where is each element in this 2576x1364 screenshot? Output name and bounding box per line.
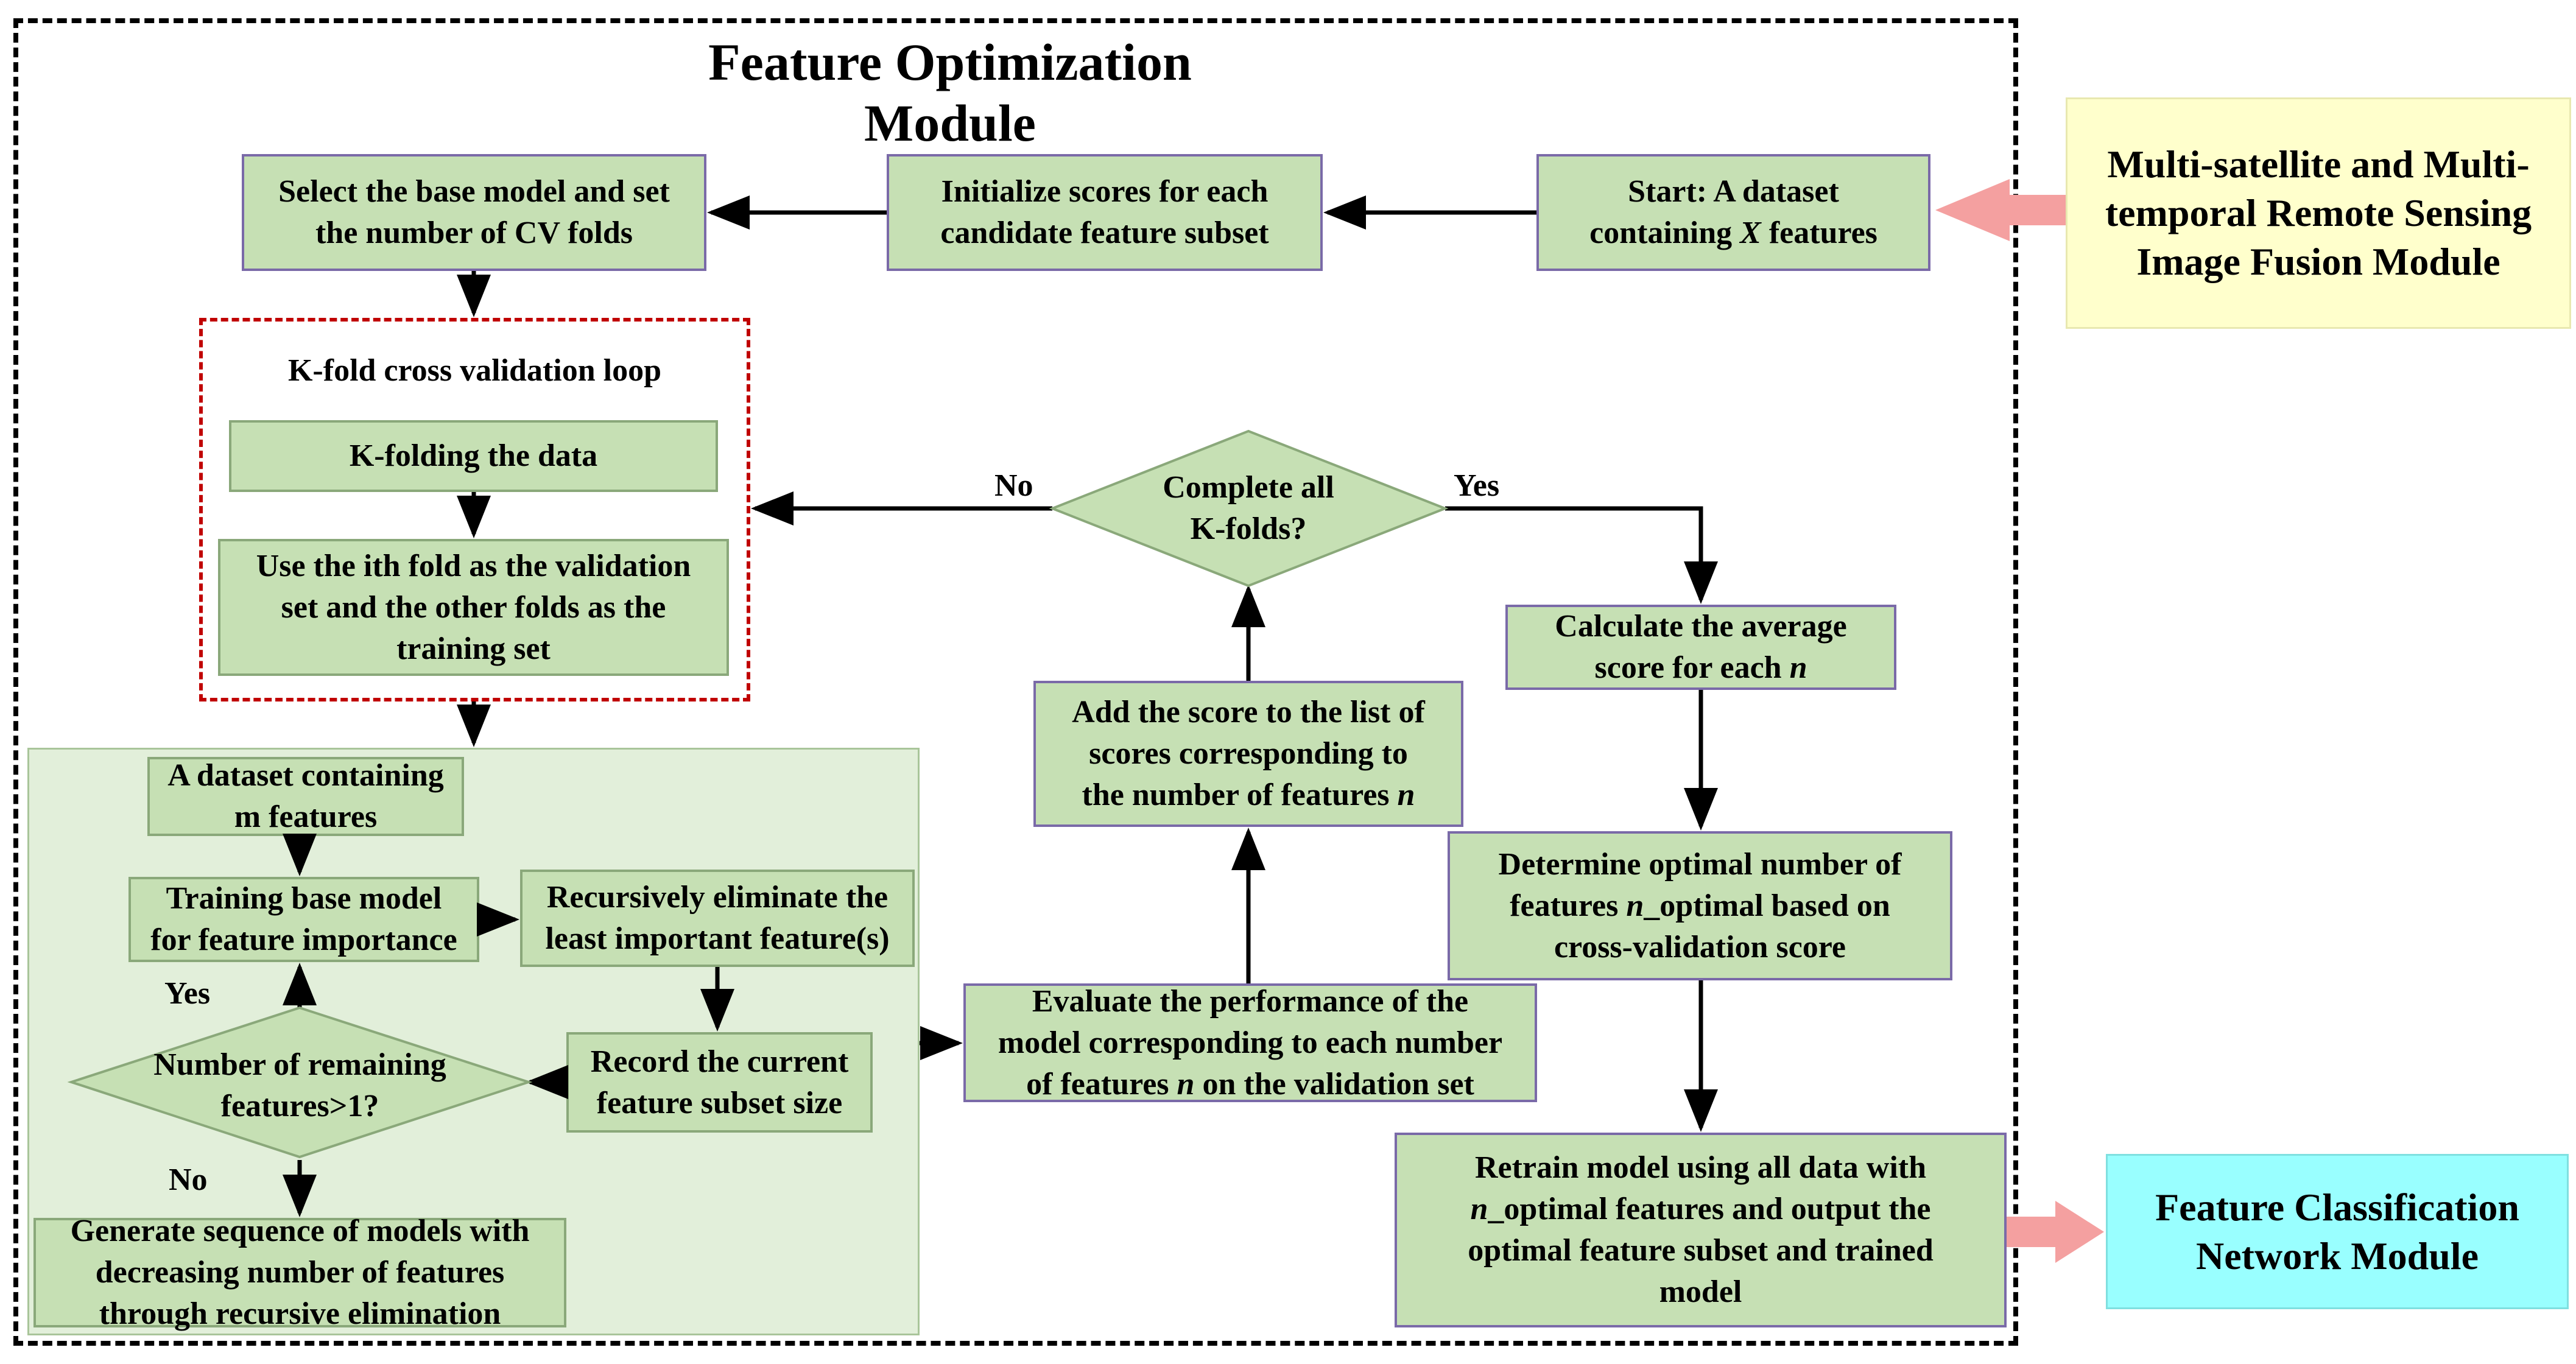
kfold-loop-label: K-fold cross validation loop — [287, 353, 661, 388]
label-yes-remaining: Yes — [164, 976, 211, 1011]
training-base-model-node: Training base model for feature importan… — [128, 877, 479, 962]
initialize-scores-node: Initialize scores for each candidate fea… — [887, 154, 1323, 271]
generate-sequence-node: Generate sequence of models with decreas… — [33, 1214, 566, 1331]
complete-kfolds-diamond — [1049, 429, 1449, 588]
complete-kfolds-text: Complete all K-folds? — [1163, 470, 1334, 546]
arrow-decision-yes-to-average — [1445, 506, 1718, 604]
label-no-remaining: No — [169, 1162, 208, 1197]
kfolding-node: K-folding the data — [229, 420, 718, 492]
feature-classification-module: Feature Classification Network Module — [2106, 1154, 2569, 1309]
remaining-features-diamond — [67, 1006, 533, 1159]
record-subset-size-node: Record the current feature subset size — [566, 1032, 873, 1133]
select-base-model-node: Select the base model and set the number… — [242, 154, 706, 271]
feature-optimization-module-frame — [13, 18, 2018, 1346]
label-no-kfolds: No — [994, 468, 1033, 503]
recursive-eliminate-node: Recursively eliminate the least importan… — [520, 870, 915, 967]
dataset-m-features-node: A dataset containing m features — [147, 757, 464, 836]
fusion-input-arrow — [1935, 179, 2066, 241]
label-yes-kfolds: Yes — [1454, 468, 1500, 503]
module-title: Feature Optimization Module — [708, 33, 1192, 152]
classification-output-arrow — [2007, 1201, 2104, 1263]
remaining-features-text: Number of remaining features>1? — [153, 1047, 446, 1123]
image-fusion-module: Multi-satellite and Multi- temporal Remo… — [2066, 97, 2571, 329]
use-ith-fold-node: Use the ith fold as the validation set a… — [218, 539, 729, 676]
